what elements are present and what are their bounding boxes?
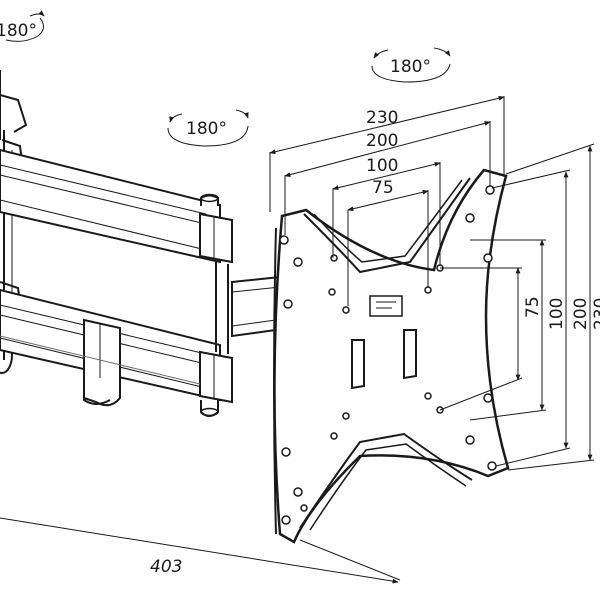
vesa-hole [465,435,475,445]
vesa-plate [273,168,510,544]
rotation-label-middle: 180° [186,119,227,139]
vesa-hole [342,306,350,314]
extension-dimension [0,517,401,584]
rotation-indicator-middle [167,109,249,147]
vesa-hole [330,432,338,440]
dim-label-vert-75: 75 [523,296,543,318]
vesa-hole [342,412,350,420]
vesa-hole [424,392,432,400]
dim-label-vert-200: 200 [571,298,591,330]
vesa-holes [279,185,497,525]
rotation-indicator-top-right [371,47,451,83]
dim-label-75: 75 [372,178,394,198]
vesa-hole [487,461,497,471]
dim-label-100: 100 [366,156,398,176]
vesa-hole [483,253,493,263]
vesa-hole [283,299,293,309]
elbow-shaft [215,262,229,354]
dim-label-vert-230: 230 [591,298,600,330]
rotation-label-top-right: 180° [390,57,431,77]
vesa-hole [281,515,291,525]
vesa-hole [465,213,475,223]
vesa-hole [293,487,303,497]
horizontal-dimensions [269,95,505,306]
dim-label-403: 403 [150,557,182,577]
vesa-hole [279,235,289,245]
vesa-hole [293,257,303,267]
dim-label-200: 200 [366,131,398,151]
vertical-dimensions [439,143,595,471]
upper-arm [0,148,233,264]
dim-label-vert-100: 100 [547,298,567,330]
vesa-hole [281,447,291,457]
vesa-hole [483,393,493,403]
vesa-hole [485,185,495,195]
dim-label-230: 230 [366,108,398,128]
vesa-hole [300,504,308,512]
rotation-label-top-left: 180° [0,21,37,41]
rotation-indicator-top-left [5,10,45,42]
lower-arm [0,288,233,417]
vesa-hole [328,288,336,296]
vesa-hole [330,254,338,262]
